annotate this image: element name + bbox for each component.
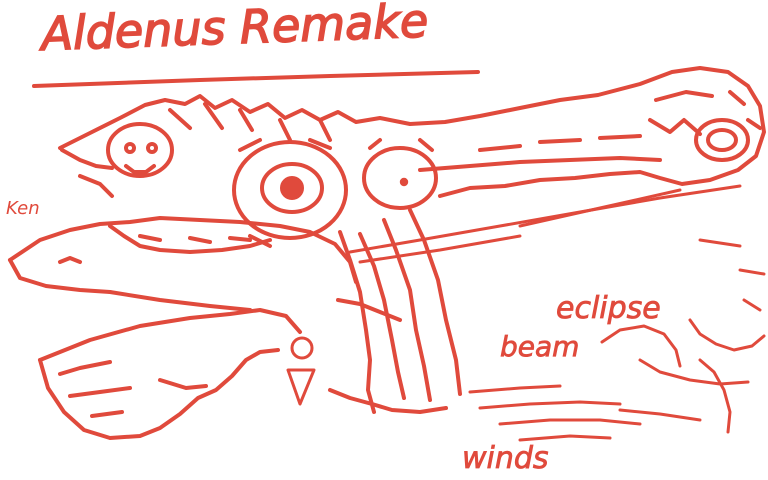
small-face xyxy=(60,122,174,198)
wind-streaks xyxy=(468,384,702,442)
eclipse-swirl xyxy=(600,238,766,434)
big-eye-left xyxy=(232,138,348,248)
label-ken: Ken xyxy=(6,198,40,219)
crest-marker xyxy=(286,336,316,406)
upper-creature xyxy=(58,66,766,198)
beam-lines xyxy=(348,184,742,264)
lower-creature xyxy=(8,216,358,312)
label-winds: winds xyxy=(462,441,549,476)
label-beam: beam xyxy=(500,330,579,363)
label-eclipse: eclipse xyxy=(556,291,661,326)
legs-strands xyxy=(328,208,462,414)
tail-wing xyxy=(38,308,302,440)
sketch-title: Aldenus Remake xyxy=(38,0,430,61)
big-eye-right xyxy=(362,138,438,210)
title-underline xyxy=(32,70,480,88)
